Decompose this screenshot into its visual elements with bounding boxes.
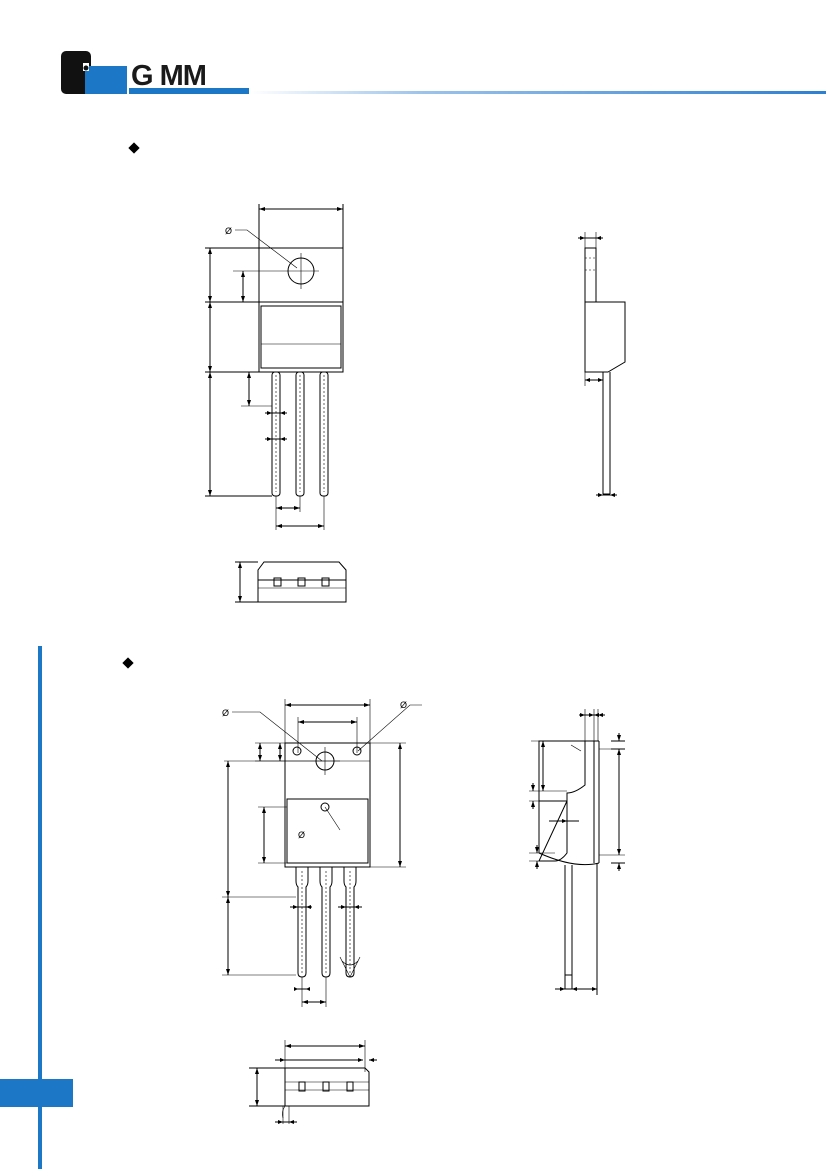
package-2-front-view: Ø Ø Ø: [222, 699, 422, 1007]
header-divider: [250, 91, 826, 94]
logo-mark-icon: [61, 51, 249, 94]
package-2-bottom-view: [249, 1040, 377, 1124]
diameter-label: Ø: [225, 226, 232, 236]
brand-name: G MM: [131, 60, 207, 92]
package-2-side-view: [529, 709, 625, 995]
company-logo: [61, 51, 251, 97]
section-2-bullet-icon: [122, 657, 134, 669]
side-accent-bar: [38, 646, 42, 1169]
package-1-front-view: Ø: [205, 204, 344, 530]
section-1-bullet-icon: [128, 142, 140, 154]
diameter-label-a: Ø: [222, 708, 229, 718]
package-1-side-view: [578, 232, 626, 497]
package-1-bottom-view: [235, 561, 347, 603]
page-tab: [0, 1079, 73, 1107]
diameter-label-c: Ø: [298, 830, 305, 840]
diameter-label-b: Ø: [400, 700, 407, 710]
